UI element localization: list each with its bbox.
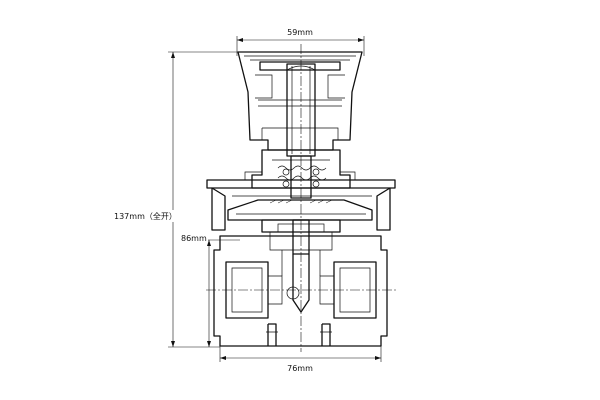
valve-body <box>213 235 388 347</box>
diaphragm-assembly <box>227 199 373 251</box>
dimension-total-height-label: 137mm（全开） <box>114 211 177 221</box>
dimension-base-height: 86mm <box>178 232 240 347</box>
dimension-top-width: 59mm <box>236 28 365 56</box>
dimension-base-height-label: 86mm <box>181 234 207 243</box>
center-lines <box>206 44 396 352</box>
dimension-total-height: 137mm（全开） <box>112 51 248 348</box>
dimension-bottom-width: 76mm <box>219 340 382 373</box>
dimension-bottom-width-label: 76mm <box>287 364 313 373</box>
cover-flange <box>206 171 396 231</box>
dimension-top-width-label: 59mm <box>287 28 313 37</box>
handwheel-knob <box>237 51 363 151</box>
